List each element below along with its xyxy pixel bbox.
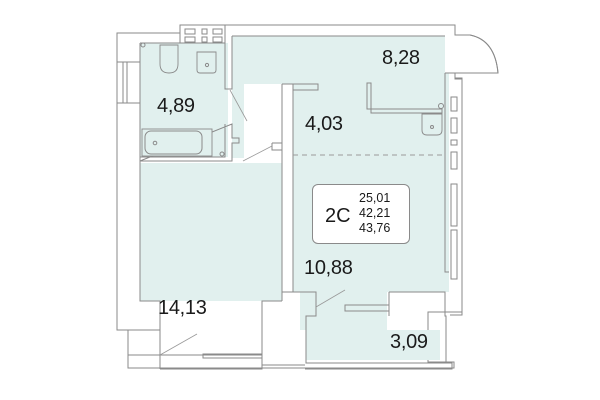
- room-area-bathroom: 4,89: [157, 95, 195, 117]
- room-area-hallway: 4,03: [305, 113, 343, 135]
- right-window-4: [450, 151, 458, 170]
- bathroom-fixtures: [140, 24, 226, 157]
- apartment-areas: 25,01 42,21 43,76: [359, 191, 390, 236]
- riser-icon: [140, 42, 146, 48]
- interior-walls: [116, 24, 499, 370]
- sink-icon: [196, 51, 217, 74]
- bedroom-door-hall: [242, 145, 273, 162]
- kitchen-fixtures: [421, 103, 444, 136]
- right-window-3: [450, 139, 458, 146]
- bathroom-door: [229, 89, 248, 122]
- total-area-with-balcony: 43,76: [359, 221, 391, 235]
- room-area-bedroom: 14,13: [158, 297, 207, 319]
- left-window: [117, 61, 140, 104]
- room-area-kitchen: 8,28: [382, 47, 420, 69]
- toilet-icon: [159, 44, 179, 74]
- bedroom-area: [140, 163, 282, 301]
- kitchen-balcony-arc: [455, 34, 499, 74]
- right-window-6: [450, 229, 458, 280]
- bedroom-balcony-door: [159, 333, 198, 356]
- apartment-info-card: 2C 25,01 42,21 43,76: [312, 184, 410, 244]
- living-area: 25,01: [359, 191, 391, 205]
- right-window-1: [450, 96, 458, 112]
- door-swings: [159, 89, 346, 356]
- right-window-2: [450, 117, 458, 134]
- apartment-type-code: 2C: [325, 205, 351, 227]
- right-window-5: [450, 183, 458, 227]
- kitchen-sink-icon: [421, 113, 443, 136]
- total-area: 42,21: [359, 206, 391, 220]
- room-area-balcony: 3,09: [390, 331, 428, 353]
- living-balcony-door: [315, 289, 346, 308]
- room-area-living-room: 10,88: [304, 257, 353, 279]
